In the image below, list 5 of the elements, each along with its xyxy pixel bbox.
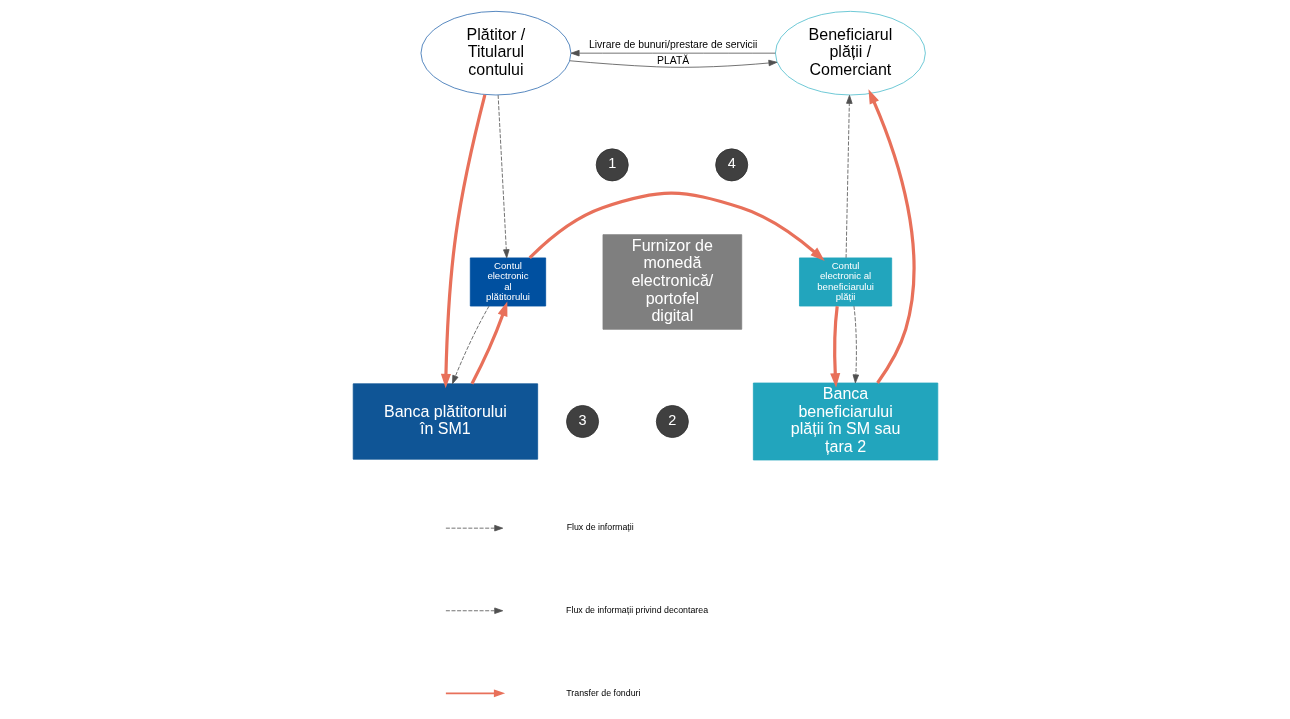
legend-label: Transfer de fonduri <box>565 687 640 698</box>
edge-label: PLATĂ <box>656 54 689 66</box>
legend-label: Flux de informații <box>566 522 634 533</box>
edge-label: Livrare de bunuri/prestare de servicii <box>588 38 757 50</box>
legend-label: Flux de informații privind decontarea <box>565 605 708 615</box>
